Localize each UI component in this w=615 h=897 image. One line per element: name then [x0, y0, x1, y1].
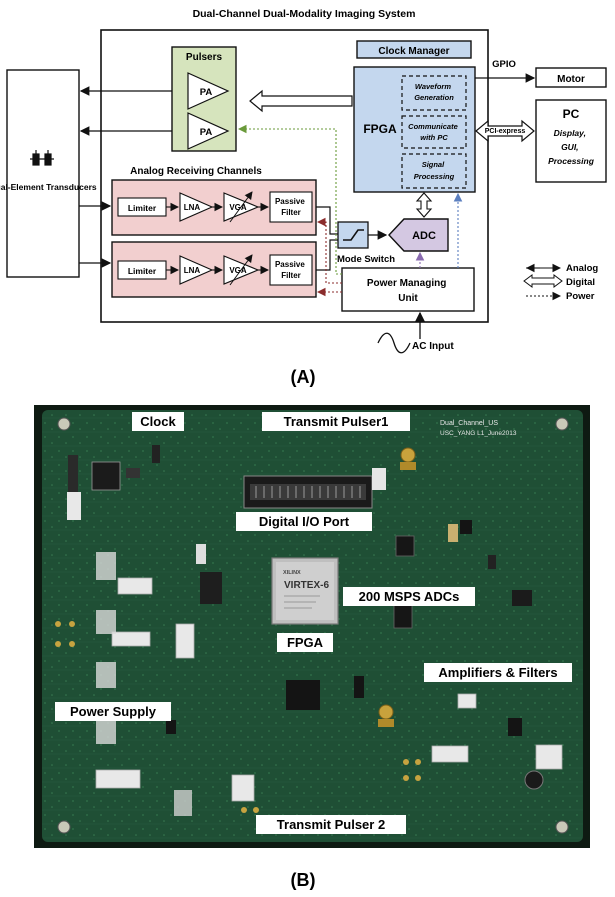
- gpio-label: GPIO: [492, 59, 516, 70]
- ch1-to-switch: [316, 206, 338, 235]
- fpga-adc-arrow: [415, 192, 433, 218]
- limiter-label-1: Limiter: [128, 203, 157, 213]
- transducer-icon: [30, 150, 54, 166]
- pcb-photo: Dual_Channel_US USC_YANG L1_June2013 XIL…: [34, 405, 590, 848]
- signal-processing-block: [401, 153, 467, 189]
- photo-labels: Clock Transmit Pulser1 Digital I/O Port …: [55, 412, 572, 834]
- legend: Analog Digital Power: [523, 263, 598, 302]
- pci-express-arrow: [475, 119, 535, 143]
- pc-box: [535, 99, 607, 183]
- adc-label: ADC: [412, 230, 436, 242]
- legend-digital: Digital: [566, 277, 595, 288]
- vga-label-1: VGA: [229, 203, 247, 212]
- lna-label-1: LNA: [184, 203, 201, 212]
- pulsers-label: Pulsers: [186, 52, 223, 63]
- pc-label: PC: [563, 107, 580, 121]
- pa-label-top: PA: [200, 87, 213, 98]
- adcs-label: 200 MSPS ADCs: [359, 589, 460, 604]
- communicate-label: Communicate with PC: [408, 122, 460, 142]
- vga-label-2: VGA: [229, 266, 247, 275]
- diagram-title: Dual-Channel Dual-Modality Imaging Syste…: [193, 8, 416, 20]
- transducer-label: Dual-Element Transducers: [0, 182, 97, 192]
- silkscreen-line-2: USC_YANG L1_June2013: [440, 430, 517, 437]
- motor-label: Motor: [557, 74, 585, 85]
- transmit-pulser1-label: Transmit Pulser1: [284, 414, 389, 429]
- limiter-label-2: Limiter: [128, 266, 157, 276]
- communicate-block: [401, 115, 467, 149]
- receiving-channel-2: Limiter LNA VGA Passive Filter: [111, 241, 317, 298]
- mode-switch-box: [337, 221, 369, 249]
- ac-input-label: AC Input: [412, 341, 454, 352]
- lna-amplifier-2: [179, 255, 214, 285]
- lna-amplifier-1: [179, 192, 214, 222]
- amplifiers-label: Amplifiers & Filters: [438, 665, 557, 680]
- receiving-channel-1: Limiter LNA VGA Passive Filter: [111, 179, 317, 236]
- clock-manager-label: Clock Manager: [378, 46, 449, 57]
- switch-icon: [343, 229, 364, 241]
- receiving-title: Analog Receiving Channels: [130, 166, 262, 177]
- system-diagram: Dual-Channel Dual-Modality Imaging Syste…: [0, 8, 607, 387]
- power-unit-label: Power Managing Unit: [367, 278, 449, 304]
- caption-a: (A): [291, 367, 316, 387]
- transducer-box: [6, 69, 80, 278]
- pa-amplifier-bottom: [187, 112, 230, 150]
- waveform-block: [401, 75, 467, 111]
- lna-label-2: LNA: [184, 266, 201, 275]
- pcb-board: [42, 410, 583, 842]
- pa-label-bottom: PA: [200, 127, 213, 138]
- clock-label: Clock: [140, 414, 176, 429]
- chip-model: VIRTEX-6: [284, 580, 329, 591]
- clock-manager-box: [356, 40, 472, 59]
- legend-analog: Analog: [566, 263, 598, 274]
- mode-switch-label: Mode Switch: [337, 254, 395, 265]
- motor-box: [535, 67, 607, 88]
- chip-brand: XILINX: [283, 570, 301, 576]
- system-box: [100, 29, 489, 323]
- transmit-pulser2-label: Transmit Pulser 2: [277, 817, 385, 832]
- signal-processing-label: Signal Processing: [414, 160, 455, 181]
- passive-filter-label-1: Passive Filter: [275, 197, 307, 217]
- power-supply-label: Power Supply: [70, 704, 157, 719]
- ch2-to-switch: [316, 239, 338, 271]
- pa-amplifier-top: [187, 72, 230, 110]
- adc-block: [388, 218, 449, 252]
- fpga-box: [353, 66, 476, 193]
- silkscreen-line-1: Dual_Channel_US: [440, 420, 498, 427]
- ac-wave-icon: [377, 332, 411, 354]
- fpga-photo-label: FPGA: [287, 635, 324, 650]
- caption-b: (B): [291, 870, 316, 890]
- legend-power: Power: [566, 291, 595, 302]
- passive-filter-label-2: Passive Filter: [275, 260, 307, 280]
- power-to-channel-1: [316, 217, 342, 284]
- digital-arrow-fpga-to-pulsers: [249, 89, 353, 113]
- power-unit-box: [341, 267, 475, 312]
- waveform-label: Waveform Generation: [414, 82, 454, 102]
- fpga-label: FPGA: [363, 122, 397, 136]
- pci-express-label: PCI-express: [485, 128, 526, 135]
- digital-io-label: Digital I/O Port: [259, 514, 350, 529]
- pc-description: Display, GUI, Processing: [548, 128, 595, 166]
